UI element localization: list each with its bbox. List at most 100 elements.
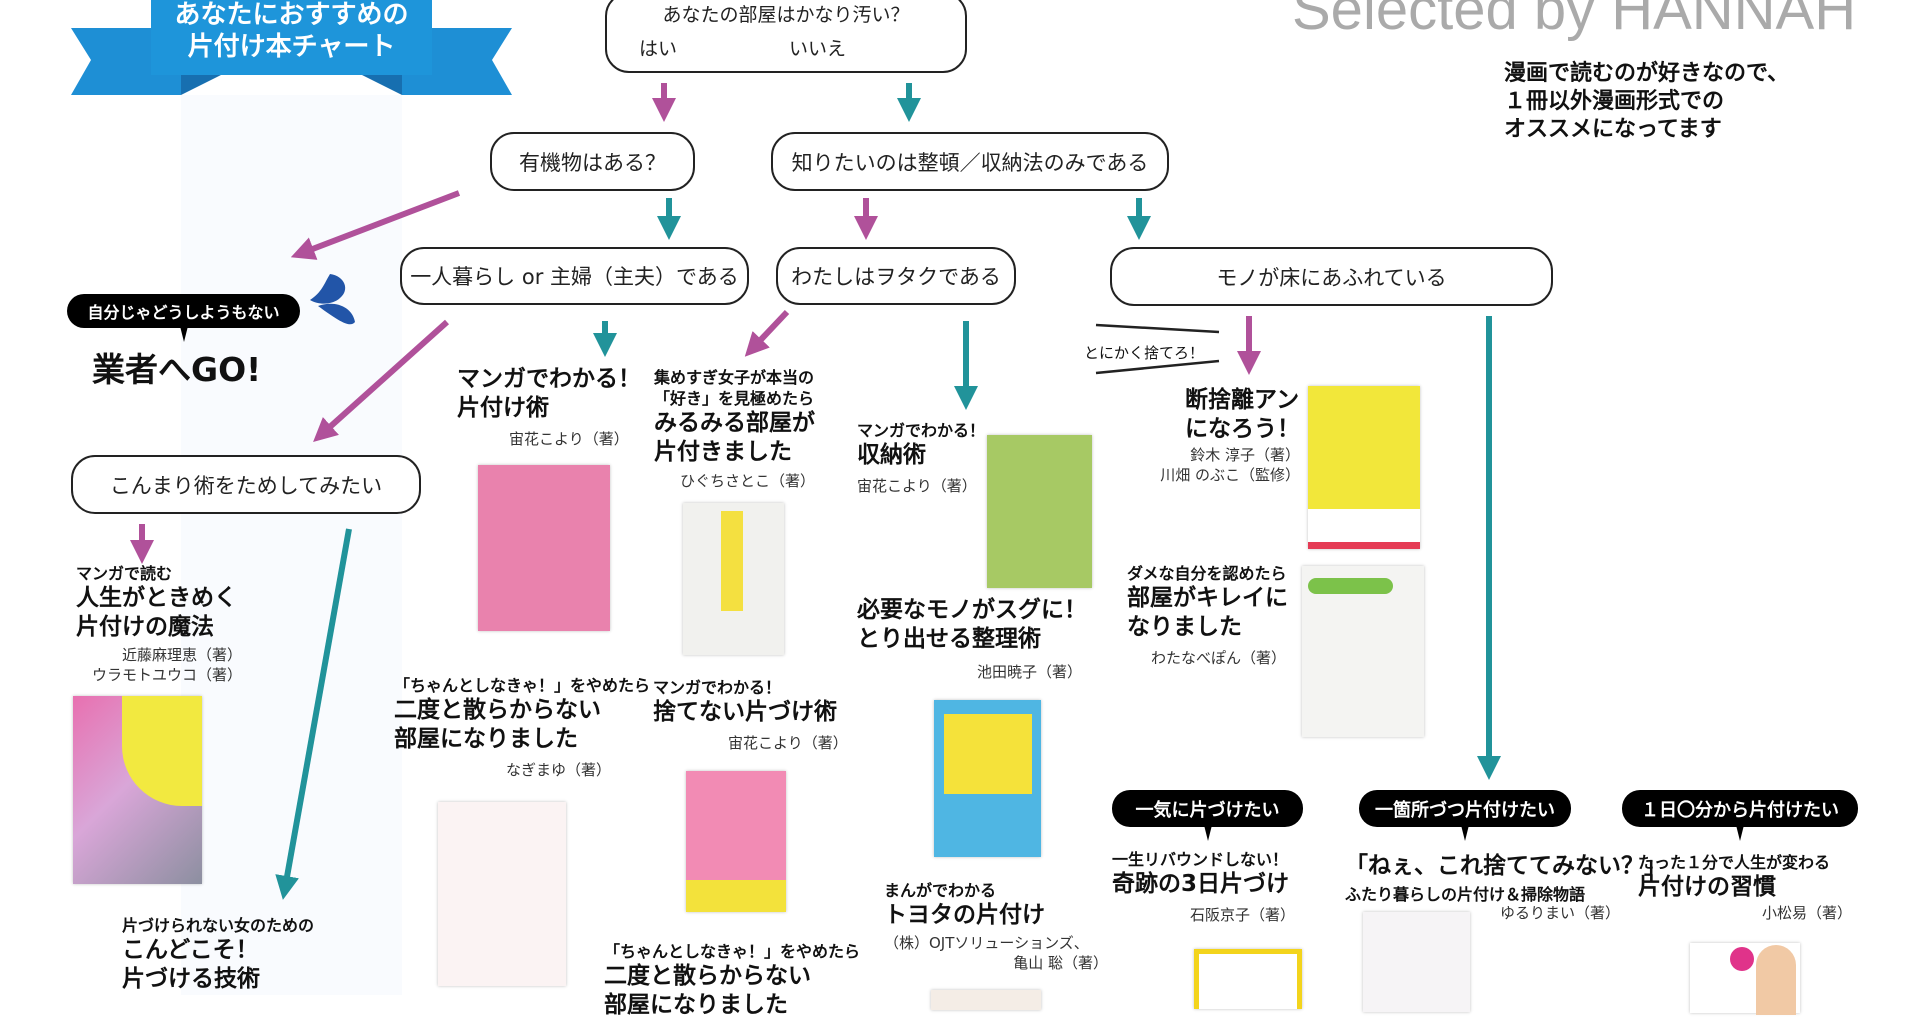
book-sub: たった１分で人生が変わる (1638, 853, 1831, 872)
emphasis-line (1095, 359, 1220, 375)
book-author: 宙花こより（著） (509, 430, 629, 448)
note-line: オススメになってます (1504, 117, 1722, 142)
book-sub: 集めすぎ女子が本当の (654, 368, 815, 387)
book-authors: 鈴木 淳子（著） 川畑 のぶこ（監修） (1160, 445, 1300, 485)
book-title: 必要なモノがスグに！ (857, 597, 1087, 623)
yes-arrow (290, 190, 461, 260)
book-title: 片付け術 (457, 395, 549, 421)
book-title: 片付きました (654, 439, 792, 465)
no-label: いいえ (789, 38, 847, 60)
book-author: ウラモトユウコ（著） (91, 666, 242, 684)
book-title: 捨てない片づけ術 (653, 699, 837, 725)
book-chanto-2: 「ちゃんとしなきゃ！」をやめたら 二度と散らからない 部屋になりました (604, 941, 860, 1020)
bubble-all-at-once: 一気に片づけたい (1112, 790, 1303, 841)
book-sub: マンガでわかる！ (857, 421, 986, 440)
book-title: トヨタの片付け (884, 902, 1045, 928)
book-author: 小松易（著） (1762, 904, 1853, 922)
start-question: あなたの部屋はかなり汚い？ (662, 4, 910, 26)
node-single: 一人暮らし or 主婦（主夫）である (400, 247, 749, 305)
book-title: みるみる部屋が (654, 410, 815, 436)
note-text: 漫画で読むのが好きなので、 １冊以外漫画形式での オススメになってます (1504, 60, 1789, 144)
book-sub: 一生リバウンドしない！ (1112, 850, 1289, 869)
book-cover (934, 700, 1041, 857)
book-cover (1194, 949, 1302, 1009)
book-cover (1363, 912, 1470, 1012)
book-title: になろう！ (1185, 416, 1300, 442)
note-line: １冊以外漫画形式での (1504, 89, 1725, 114)
book-manga-katazuke: マンガでわかる！ 片付け術 宙花こより（著） (457, 365, 641, 449)
book-nee-sutete: 「ねぇ、これ捨ててみない？」 ふたり暮らしの片付け＆掃除物語 (1345, 852, 1667, 905)
book-title: ふたり暮らしの片付け＆掃除物語 (1345, 885, 1586, 904)
book-authors: （株）OJTソリューションズ、 亀山 聡（著） (884, 933, 1108, 973)
book-tokimeku: マンガで読む 人生がときめく 片付けの魔法 (76, 563, 237, 642)
sweat-drops-icon (310, 274, 355, 325)
book-title: 収納術 (857, 442, 926, 468)
book-title: 片づける技術 (122, 966, 260, 992)
book-cover (1308, 386, 1420, 549)
note-line: 漫画で読むのが好きなので、 (1504, 61, 1790, 86)
book-cover (73, 696, 202, 884)
book-sutenai: マンガでわかる！ 捨てない片づけ術 宙花こより（著） (653, 677, 848, 753)
book-sub: ダメな自分を認めたら (1127, 564, 1287, 583)
book-title: こんどこそ！ (122, 937, 259, 963)
throw-label: とにかく捨てろ！ (1084, 344, 1205, 362)
book-kondokoso: 片づけられない女のための こんどこそ！ 片づける技術 (122, 915, 314, 994)
book-title: 断捨離アン (1185, 387, 1300, 413)
book-title: 部屋になりました (394, 726, 578, 752)
pro-text: 業者へGO! (92, 350, 262, 389)
chart-banner: あなたにおすすめの 片付け本チャート (71, 0, 512, 95)
book-toyota: まんがでわかる トヨタの片付け (884, 880, 1045, 930)
book-author: ゆるりまい（著） (1500, 904, 1621, 922)
book-author: 宙花こより（著） (857, 477, 977, 495)
node-organic: 有機物はある？ (490, 132, 695, 191)
book-shukan: たった１分で人生が変わる 片付けの習慣 (1638, 852, 1830, 902)
book-cover (686, 771, 786, 912)
book-chanto-1: 「ちゃんとしなきゃ！」をやめたら 二度と散らからない 部屋になりました なぎまゆ… (394, 675, 650, 780)
node-konmari: こんまり術をためしてみたい (71, 455, 421, 514)
node-storage-only: 知りたいのは整頓／収納法のみである (771, 132, 1169, 191)
book-cover (987, 435, 1092, 588)
bubble-one-place: 一箇所づつ片付けたい (1359, 790, 1571, 841)
pro-bubble: 自分じゃどうしようもない (67, 294, 300, 342)
book-title: 部屋になりました (604, 992, 788, 1018)
book-cover (438, 802, 566, 986)
book-author: 川畑 のぶこ（監修） (1160, 466, 1300, 484)
book-sub: 「ねぇ、これ捨ててみない？」 (1345, 853, 1667, 879)
book-author: 池田暁子（著） (977, 663, 1083, 681)
book-hitsuyou-na-mono: 必要なモノがスグに！ とり出せる整理術 池田暁子（著） (857, 596, 1087, 682)
book-sub: マンガでわかる！ (653, 678, 782, 697)
book-dame-na-jibun: ダメな自分を認めたら 部屋がキレイに なりました わたなべぽん（著） (1127, 563, 1288, 668)
book-cover (1690, 943, 1800, 1015)
book-sub: マンガでわかる！ (457, 366, 641, 392)
book-title: 人生がときめく (76, 585, 237, 611)
book-title: 片付けの習慣 (1638, 874, 1776, 900)
book-title: 奇跡の3日片づけ (1112, 871, 1290, 897)
book-author: 宙花こより（著） (728, 734, 848, 752)
book-author: 鈴木 淳子（著） (1190, 446, 1300, 464)
no-arrow (275, 528, 352, 900)
book-sub: 「ちゃんとしなきゃ！」をやめたら (604, 942, 861, 961)
banner-title-line1: あなたにおすすめの (174, 0, 409, 30)
book-author: ひぐちさとこ（著） (680, 472, 816, 490)
book-atsumesugi: 集めすぎ女子が本当の 「好き」を見極めたら みるみる部屋が 片付きました ひぐち… (654, 367, 815, 491)
yes-arrow (313, 319, 450, 443)
book-cover (1302, 566, 1424, 737)
yes-label: はい (639, 38, 678, 60)
book-author: （株）OJTソリューションズ、 (884, 934, 1089, 952)
book-kiseki: 一生リバウンドしない！ 奇跡の3日片づけ 石阪京子（著） (1112, 849, 1295, 925)
book-title: 二度と散らからない (604, 963, 811, 989)
book-sub: 「好き」を見極めたら (654, 389, 815, 408)
book-author: 亀山 聡（著） (1013, 954, 1108, 972)
node-otaku: わたしはヲタクである (776, 247, 1016, 305)
book-danshari-ann: 断捨離アン になろう！ (1185, 386, 1300, 444)
book-sub: 「ちゃんとしなきゃ！」をやめたら (394, 676, 651, 695)
book-title: 片付けの魔法 (76, 614, 214, 640)
book-title: とり出せる整理術 (857, 626, 1041, 652)
book-sub: マンガで読む (76, 564, 173, 583)
book-title: なりました (1127, 614, 1242, 640)
credit-title: Selected by HANNAH (1292, 0, 1857, 42)
book-cover (478, 465, 610, 631)
yes-arrow (744, 309, 790, 357)
banner-title-line2: 片付け本チャート (187, 32, 396, 62)
book-author: 近藤麻理恵（著） (121, 646, 242, 664)
